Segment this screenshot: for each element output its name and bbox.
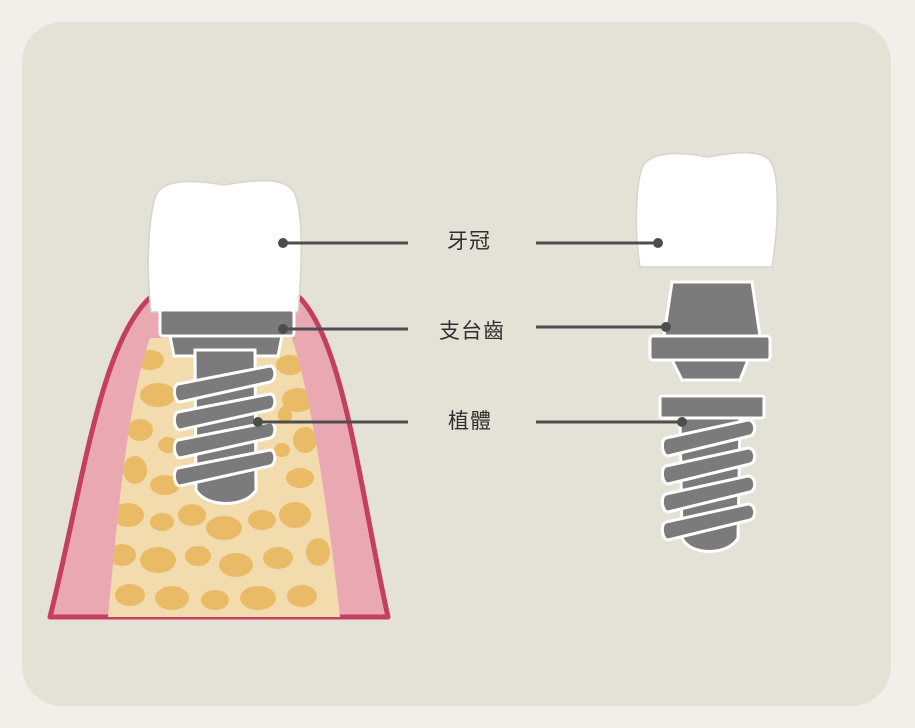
crown-in-place (147, 179, 302, 313)
leader-lines (253, 238, 687, 427)
crown-component (635, 151, 779, 268)
label-abutment: 支台齒 (439, 319, 505, 343)
implant-in-place (172, 348, 277, 505)
implant-component (658, 394, 766, 553)
abutment-component (648, 280, 772, 382)
label-crown: 牙冠 (447, 229, 491, 253)
label-implant: 植體 (448, 409, 492, 433)
